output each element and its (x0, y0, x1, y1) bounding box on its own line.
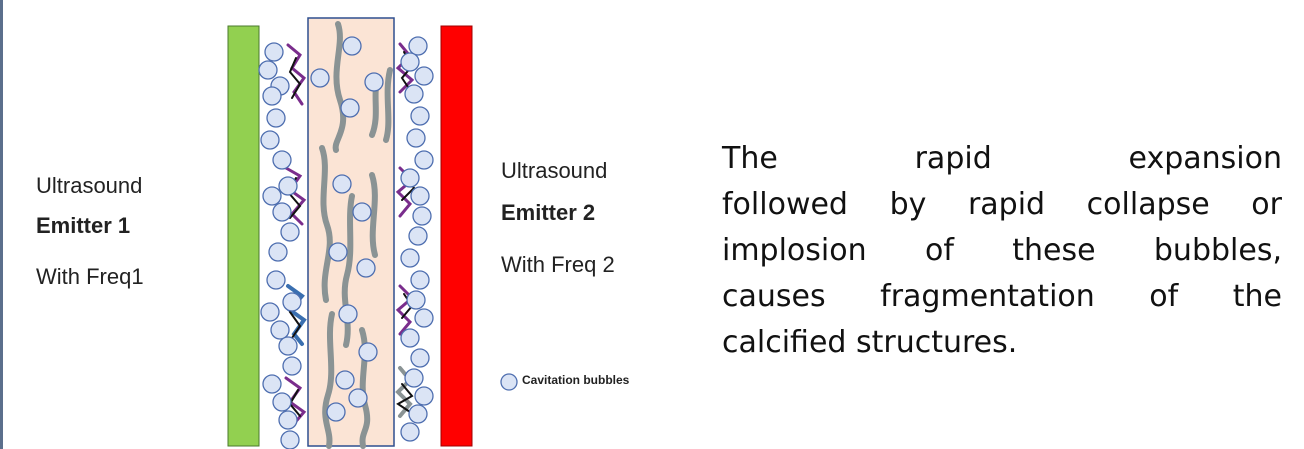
cavitation-bubble (279, 337, 297, 355)
cavitation-bubble (261, 303, 279, 321)
cavitation-bubble (407, 291, 425, 309)
cavitation-bubble (269, 243, 287, 261)
cavitation-bubble (409, 405, 427, 423)
cavitation-bubble (267, 109, 285, 127)
cavitation-bubble (265, 43, 283, 61)
description-line: followed by rapid collapse or (722, 182, 1282, 228)
cavitation-bubble (411, 187, 429, 205)
legend-label: Cavitation bubbles (522, 373, 629, 387)
emitter-1-frequency: With Freq1 (36, 264, 144, 290)
cavitation-bubble (281, 223, 299, 241)
cavitation-bubble (341, 99, 359, 117)
cavitation-bubble (273, 393, 291, 411)
emitter-2-name: Emitter 2 (501, 200, 595, 226)
emitter-1-title: Ultrasound (36, 173, 142, 199)
cavitation-bubble (357, 259, 375, 277)
cavitation-bubble (411, 349, 429, 367)
cavitation-bubble (415, 151, 433, 169)
description-line: implosion of these bubbles, (722, 228, 1282, 274)
cavitation-bubble (281, 431, 299, 449)
cavitation-bubble (415, 67, 433, 85)
cavitation-bubble (365, 73, 383, 91)
cavitation-bubble (401, 249, 419, 267)
cavitation-bubble (283, 357, 301, 375)
cavitation-bubble (327, 403, 345, 421)
emitter-2-bar (441, 26, 472, 446)
cavitation-bubble (409, 37, 427, 55)
cavitation-bubble (333, 175, 351, 193)
cavitation-bubble (259, 61, 277, 79)
cavitation-bubble (339, 305, 357, 323)
cavitation-bubble (411, 107, 429, 125)
cavitation-bubble (401, 329, 419, 347)
description-line: calcified structures. (722, 320, 1282, 366)
cavitation-bubble (401, 169, 419, 187)
cavitation-bubble (407, 129, 425, 147)
emitter-1-name: Emitter 1 (36, 213, 130, 239)
cavitation-bubble (413, 207, 431, 225)
cavitation-bubble (279, 177, 297, 195)
description-line: The rapid expansion (722, 136, 1282, 182)
cavitation-bubble (401, 53, 419, 71)
description-line: causes fragmentation of the (722, 274, 1282, 320)
cavitation-bubble (263, 87, 281, 105)
cavitation-bubble (273, 151, 291, 169)
cavitation-bubble (267, 271, 285, 289)
cavitation-bubble (401, 423, 419, 441)
cavitation-bubble (279, 411, 297, 429)
cavitation-bubble (283, 293, 301, 311)
cavitation-bubble (343, 37, 361, 55)
cavitation-bubble (411, 271, 429, 289)
cavitation-bubble (336, 371, 354, 389)
emitter-1-bar (228, 26, 259, 446)
cavitation-bubble (415, 387, 433, 405)
cavitation-bubble (273, 203, 291, 221)
cavitation-bubble (271, 321, 289, 339)
cavitation-bubble (415, 309, 433, 327)
cavitation-bubble (409, 227, 427, 245)
description-paragraph: The rapid expansion followed by rapid co… (722, 136, 1282, 366)
cavitation-bubble (405, 85, 423, 103)
cavitation-bubble (405, 369, 423, 387)
cavitation-bubble (353, 203, 371, 221)
cavitation-bubble (311, 69, 329, 87)
emitter-2-title: Ultrasound (501, 158, 607, 184)
cavitation-bubble (261, 131, 279, 149)
cavitation-bubble (359, 343, 377, 361)
cavitation-bubble (329, 243, 347, 261)
cavitation-bubble (349, 389, 367, 407)
emitter-2-frequency: With Freq 2 (501, 252, 615, 278)
cavitation-bubble (263, 187, 281, 205)
cavitation-bubble (263, 375, 281, 393)
legend-bubble-icon (501, 374, 517, 390)
